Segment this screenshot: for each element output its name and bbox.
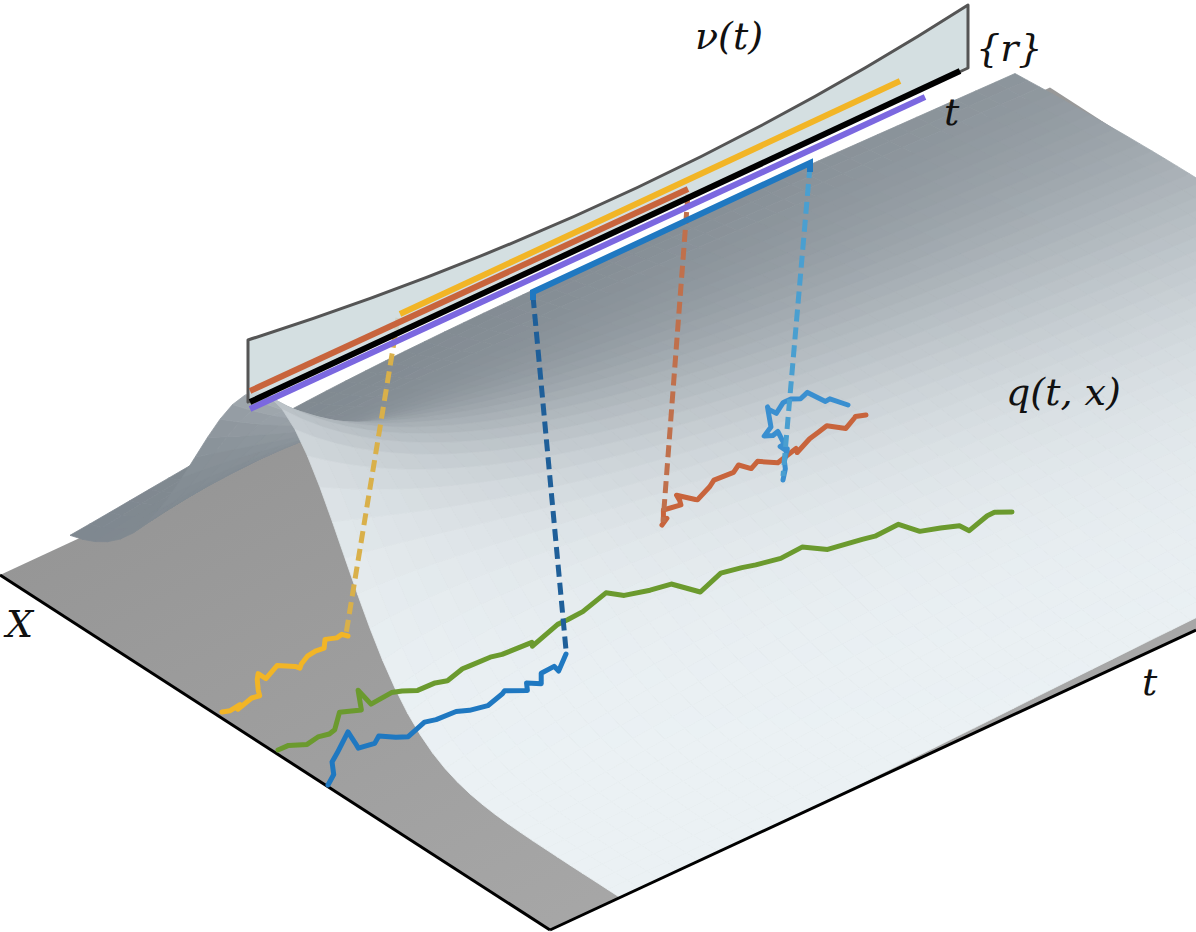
lifetime-segment — [533, 163, 810, 300]
random-walk — [764, 392, 848, 480]
surface-patch — [208, 419, 240, 437]
surface-patch — [145, 500, 177, 524]
lifetime-segment — [400, 81, 900, 314]
surface-patch — [320, 487, 352, 522]
rate-label: ν(t) — [695, 16, 763, 58]
space-label: X — [6, 604, 33, 646]
random-walk — [222, 634, 348, 712]
t-axis — [550, 630, 1196, 930]
x-axis — [0, 575, 550, 930]
set-label: {r} — [976, 28, 1043, 70]
lifetime-segment — [250, 71, 960, 402]
rate-band — [248, 5, 968, 409]
surface-patch — [195, 437, 227, 458]
dashed-link — [533, 296, 566, 650]
surface-patch — [295, 430, 327, 461]
time-label: t — [944, 92, 959, 134]
random-walk — [662, 415, 866, 525]
dashed-link — [783, 166, 810, 476]
sample-paths — [222, 392, 1012, 785]
band-shape — [248, 5, 968, 402]
lifetime-segment — [250, 97, 925, 409]
dashed-link — [663, 194, 688, 522]
surface-patch — [108, 526, 140, 542]
floor-axes — [0, 575, 1196, 930]
time-label: t — [1142, 662, 1157, 704]
dashed-link — [346, 318, 398, 634]
lifetime-segment — [250, 189, 688, 391]
random-walk — [278, 512, 1012, 750]
random-walk — [328, 654, 566, 785]
density-label: q(t, x) — [1006, 372, 1121, 414]
surface-patch — [308, 456, 340, 489]
